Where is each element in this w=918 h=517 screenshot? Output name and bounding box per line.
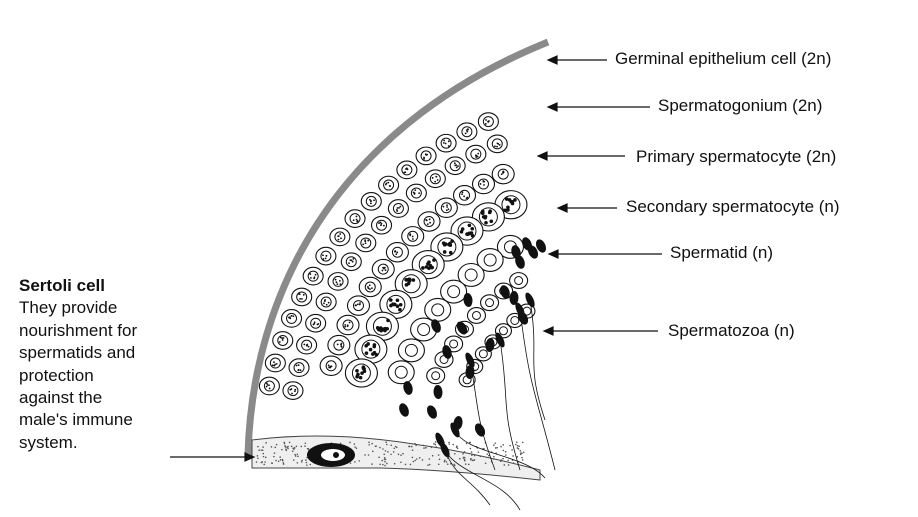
label-secondary-spermatocyte: Secondary spermatocyte (n) <box>626 197 840 216</box>
label-spermatogonium: Spermatogonium (2n) <box>658 96 823 115</box>
sertoli-line: system. <box>19 432 78 452</box>
label-germinal-epithelium: Germinal epithelium cell (2n) <box>615 49 832 68</box>
sertoli-caption: Sertoli cell They provide nourishment fo… <box>19 275 189 454</box>
sertoli-line: protection <box>19 365 94 385</box>
pointer-lines <box>170 55 662 462</box>
label-spermatid: Spermatid (n) <box>670 243 773 262</box>
label-spermatozoa: Spermatozoa (n) <box>668 321 795 340</box>
sertoli-base <box>251 435 541 481</box>
sertoli-nucleus <box>307 443 355 467</box>
sertoli-line: spermatids and <box>19 343 136 363</box>
sertoli-line: male's immune <box>19 410 133 430</box>
sertoli-title: Sertoli cell <box>19 276 105 295</box>
cell-layers <box>258 112 556 511</box>
label-primary-spermatocyte: Primary spermatocyte (2n) <box>636 147 837 166</box>
sertoli-line: against the <box>19 388 103 408</box>
sertoli-line: They provide <box>19 298 118 318</box>
basement-membrane <box>244 38 550 456</box>
sertoli-line: nourishment for <box>19 320 138 340</box>
